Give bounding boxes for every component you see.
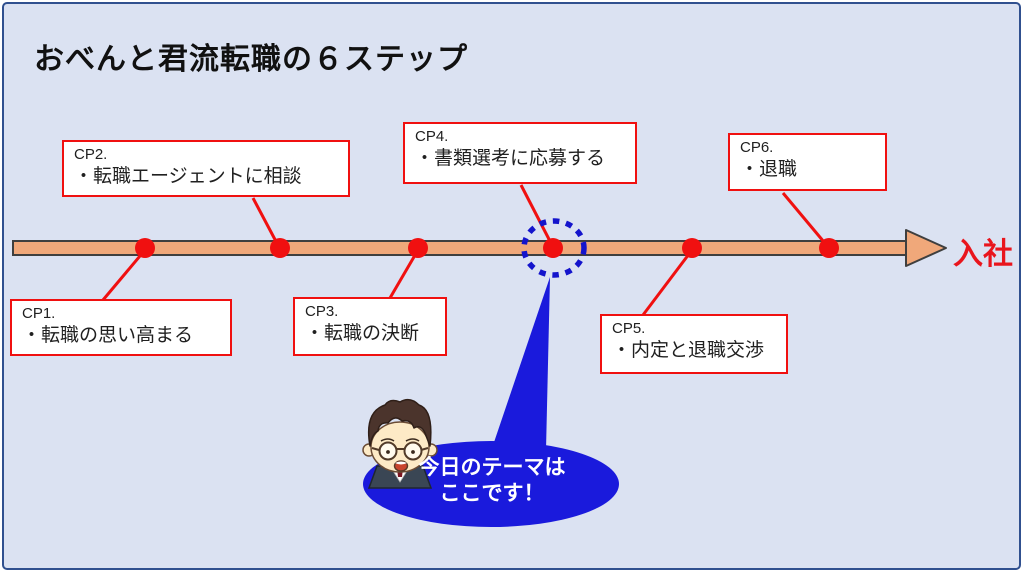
step-box-cp1: CP1. ・転職の思い高まる: [10, 299, 232, 356]
step-text: ・転職エージェントに相談: [74, 165, 302, 187]
marker-dot-cp6: [819, 238, 839, 258]
step-id: CP4.: [415, 128, 449, 145]
step-text: ・転職の決断: [305, 322, 420, 344]
step-id: CP1.: [22, 305, 56, 322]
step-id: CP3.: [305, 303, 339, 320]
connector-cp5: [641, 249, 694, 316]
speech-bubble: [363, 441, 619, 527]
step-text: ・書類選考に応募する: [415, 147, 606, 169]
callout-pointer: [488, 277, 550, 460]
speech-bubble-line1: 今日のテーマは: [418, 456, 566, 479]
step-box-cp3: CP3. ・転職の決断: [293, 297, 447, 356]
timeline-arrowhead-icon: [905, 229, 947, 267]
marker-dot-cp3: [408, 238, 428, 258]
marker-dot-cp1: [135, 238, 155, 258]
step-id: CP5.: [612, 320, 646, 337]
connector-cp1: [101, 249, 147, 301]
step-text: ・転職の思い高まる: [22, 324, 194, 346]
step-box-cp5: CP5. ・内定と退職交渉: [600, 314, 788, 374]
marker-dot-cp4: [543, 238, 563, 258]
step-box-cp2: CP2. ・転職エージェントに相談: [62, 140, 350, 197]
page-title: おべんと君流転職の６ステップ: [34, 43, 468, 76]
marker-dot-cp2: [270, 238, 290, 258]
connector-cp6: [781, 192, 831, 249]
step-id: CP6.: [740, 139, 774, 156]
step-id: CP2.: [74, 146, 108, 163]
speech-bubble-text: 今日のテーマは ここです！: [378, 455, 606, 506]
mascot-icon: [362, 398, 438, 489]
step-text: ・退職: [740, 158, 798, 180]
speech-bubble-line2: ここです！: [439, 481, 545, 505]
marker-dot-cp5: [682, 238, 702, 258]
timeline-end-label: 入社: [953, 238, 1013, 271]
connector-cp4: [519, 184, 555, 248]
step-box-cp6: CP6. ・退職: [728, 133, 887, 191]
step-text: ・内定と退職交渉: [612, 339, 765, 361]
step-box-cp4: CP4. ・書類選考に応募する: [403, 122, 637, 184]
highlight-circle: [521, 218, 587, 278]
connector-cp3: [388, 249, 420, 299]
